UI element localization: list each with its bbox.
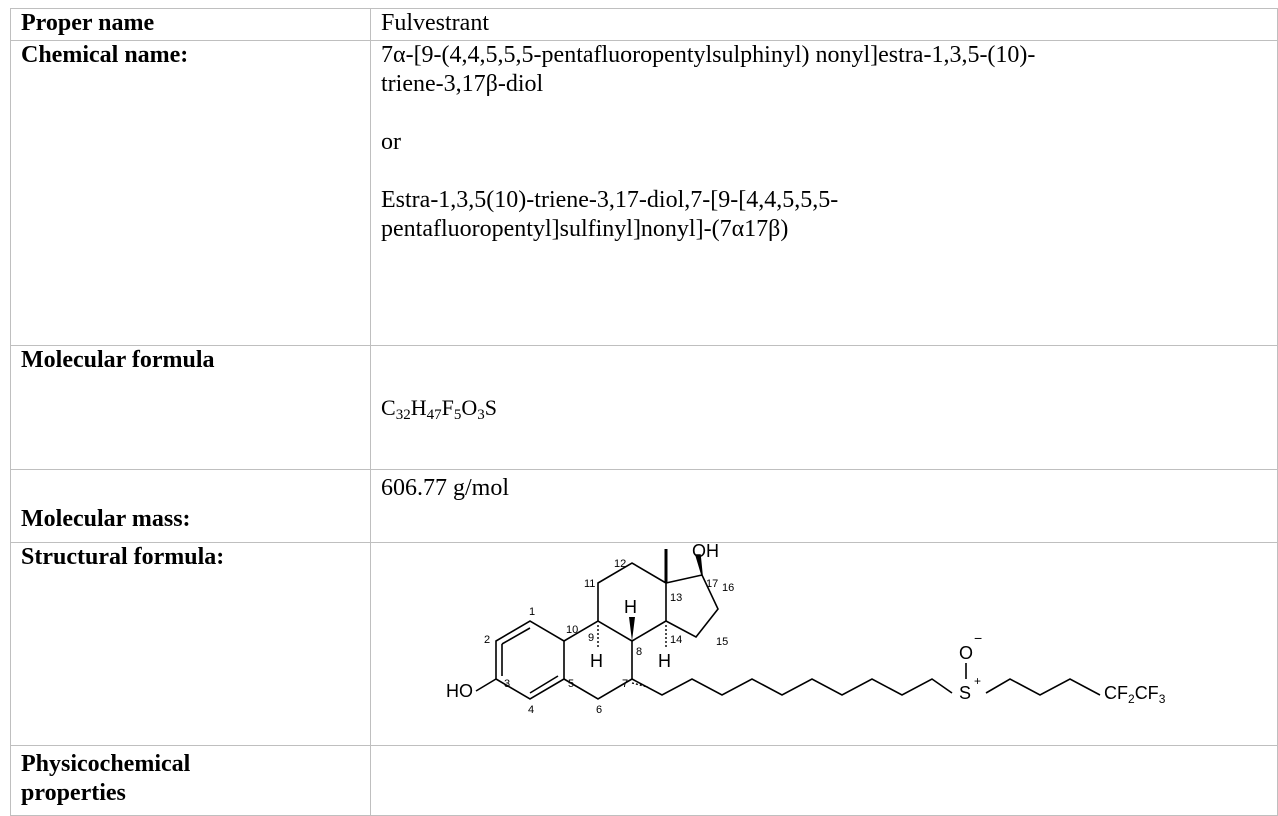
svg-text:8: 8: [636, 646, 642, 658]
atom-h-8: H: [624, 597, 637, 617]
atom-o: O: [959, 643, 973, 663]
svg-text:9: 9: [588, 632, 594, 644]
label-chemical-name: Chemical name:: [10, 40, 371, 346]
row-molecular-mass: Molecular mass: 606.77 g/mol: [10, 469, 1278, 543]
chemical-name-line2: triene-3,17β-diol: [381, 71, 544, 97]
row-molecular-formula: Molecular formula C32H47F5O3S: [10, 345, 1278, 470]
chemical-name-line3: Estra-1,3,5(10)-triene-3,17-diol,7-[9-[4…: [381, 187, 839, 213]
value-proper-name: Fulvestrant: [370, 8, 1278, 41]
chemical-name-or: or: [381, 129, 401, 155]
svg-text:7: 7: [622, 678, 628, 690]
svg-text:3: 3: [504, 678, 510, 690]
svg-text:14: 14: [670, 634, 682, 646]
value-chemical-name: 7α-[9-(4,4,5,5,5-pentafluoropentylsulphi…: [370, 40, 1278, 346]
formula: C32H47F5O3S: [381, 394, 497, 423]
value-molecular-formula: C32H47F5O3S: [370, 345, 1278, 470]
structural-formula-drawing: OH HO H H H O − S + CF2CF3 1 2 3 4 5 6: [446, 541, 1166, 716]
svg-text:2: 2: [484, 634, 490, 646]
row-physicochemical: Physicochemical properties: [10, 745, 1278, 816]
charge-plus: +: [974, 674, 981, 688]
svg-text:13: 13: [670, 592, 682, 604]
svg-text:6: 6: [596, 704, 602, 716]
svg-text:10: 10: [566, 624, 578, 636]
value-structural-formula: OH HO H H H O − S + CF2CF3 1 2 3 4 5 6: [370, 541, 1278, 746]
atom-ho: HO: [446, 681, 473, 701]
value-molecular-mass: 606.77 g/mol: [370, 469, 1278, 543]
row-structural-formula: Structural formula:: [10, 541, 1278, 746]
svg-text:11: 11: [584, 578, 595, 590]
svg-text:5: 5: [568, 678, 574, 690]
atom-oh: OH: [692, 543, 719, 561]
label-proper-name: Proper name: [10, 8, 371, 41]
svg-text:1: 1: [529, 606, 535, 618]
charge-minus: −: [974, 630, 982, 646]
label-physicochemical: Physicochemical properties: [10, 745, 371, 816]
row-chemical-name: Chemical name: 7α-[9-(4,4,5,5,5-pentaflu…: [10, 40, 1278, 346]
group-cf2cf3: CF2CF3: [1104, 683, 1166, 706]
svg-text:4: 4: [528, 704, 534, 716]
atom-s: S: [959, 683, 971, 703]
row-proper-name: Proper name Fulvestrant: [10, 8, 1278, 41]
chemical-name-line1: 7α-[9-(4,4,5,5,5-pentafluoropentylsulphi…: [381, 42, 1036, 68]
atom-h-14: H: [658, 651, 671, 671]
value-physicochemical: [370, 745, 1278, 816]
monograph-table: Proper name Fulvestrant Chemical name: 7…: [10, 8, 1278, 816]
atom-h-9: H: [590, 651, 603, 671]
svg-text:15: 15: [716, 636, 728, 648]
atom-numbers: 1 2 3 4 5 6 7 8 9 10 11 12 13 14 15 16 1: [484, 558, 734, 716]
svg-text:16: 16: [722, 582, 734, 594]
svg-text:17: 17: [706, 578, 718, 590]
label-structural-formula: Structural formula:: [10, 542, 371, 746]
label-molecular-formula: Molecular formula: [10, 345, 371, 470]
label-molecular-mass: Molecular mass:: [10, 469, 371, 543]
chemical-name-line4: pentafluoropentyl]sulfinyl]nonyl]-(7α17β…: [381, 216, 789, 242]
svg-text:12: 12: [614, 558, 626, 570]
